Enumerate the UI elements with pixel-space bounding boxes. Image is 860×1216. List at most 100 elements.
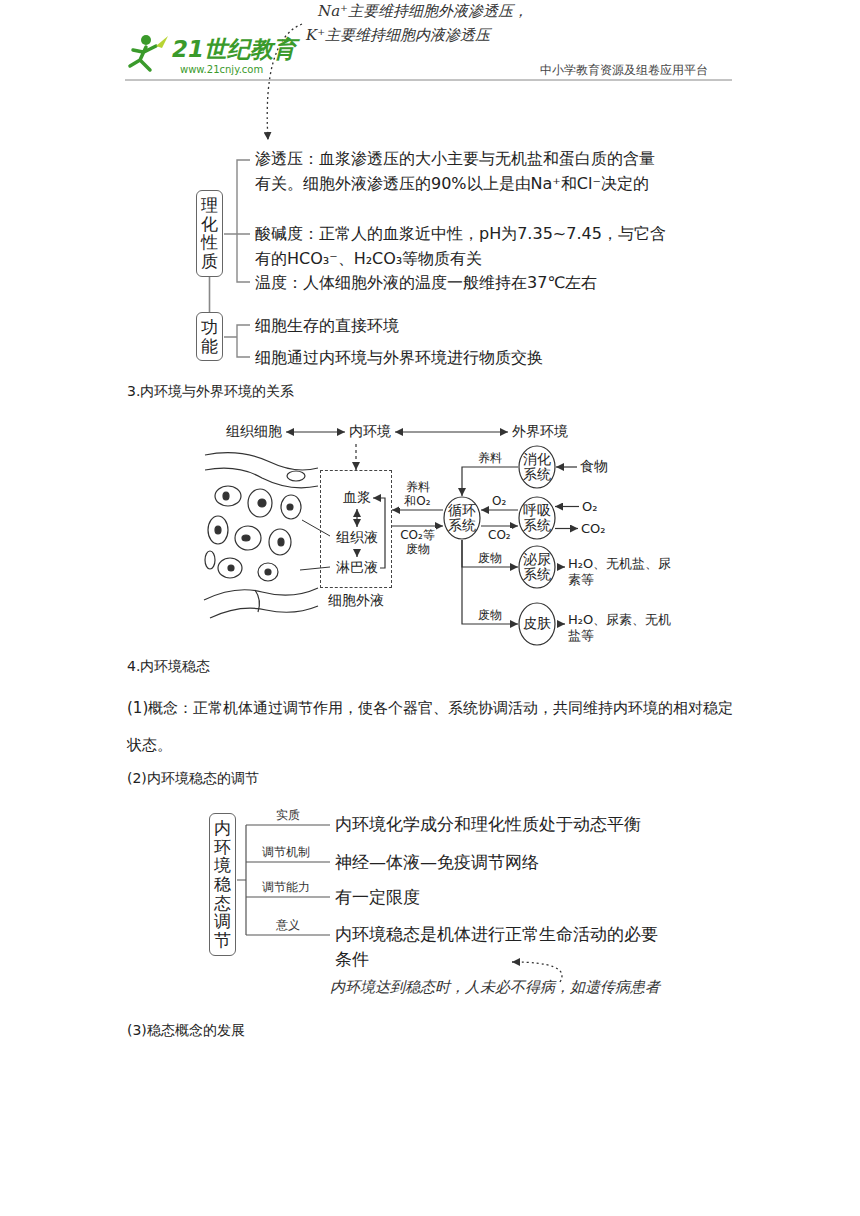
node-text: 淋巴液 — [336, 559, 378, 575]
circle-outline-shape — [519, 603, 555, 645]
node-text: 组织液 — [336, 529, 378, 545]
edge-label: 养料和O₂ — [399, 480, 436, 508]
vertical-box: 理化性质 — [196, 190, 223, 277]
system-circle: 呼吸系统 — [518, 496, 556, 540]
connector — [392, 509, 443, 510]
label-text: 内环境达到稳态时，人未必不得病，如遗传病患者 — [330, 978, 660, 997]
tissue-illustration — [215, 486, 241, 506]
node-text: 食物 — [580, 458, 608, 474]
label-text: 渗透压：血浆渗透压的大小主要与无机盐和蛋白质的含量有关。细胞外液渗透压的90%以… — [255, 146, 667, 196]
vertical-box: 内环境稳态调节 — [209, 813, 236, 956]
node-text: 理化性质 — [201, 196, 218, 271]
text-node: 淋巴液 — [336, 559, 378, 577]
connector — [481, 525, 518, 526]
edge-label: O₂ — [491, 494, 507, 508]
logo-figure — [130, 46, 156, 70]
connector — [557, 623, 565, 624]
logo-figure — [156, 36, 168, 48]
text-node: H₂O、尿素、无机盐等 — [568, 612, 673, 644]
label-text: 细胞生存的直接环境 — [255, 313, 667, 338]
vertical-box: 功能 — [196, 312, 223, 361]
tissue-illustration — [205, 551, 215, 569]
text-node: 组织液 — [336, 529, 378, 547]
tissue-illustration — [223, 492, 229, 500]
label-text: 21世纪教育 — [172, 34, 296, 65]
label-text: 意义 — [276, 917, 300, 934]
label-text: 中小学教育资源及组卷应用平台 — [540, 62, 708, 79]
bracket — [224, 325, 250, 357]
edge-label: CO₂等废物 — [399, 528, 436, 556]
circle-outline-shape — [444, 497, 480, 539]
label-text: (3)稳态概念的发展 — [127, 1022, 245, 1040]
connector — [462, 540, 518, 624]
system-circle: 消化系统 — [518, 445, 556, 489]
tissue-illustration — [208, 516, 228, 544]
node-text: 内环境 — [349, 423, 391, 439]
connector — [481, 509, 518, 510]
system-circle: 泌尿系统 — [518, 545, 556, 589]
connector — [356, 549, 357, 557]
label-text: 细胞通过内环境与外界环境进行物质交换 — [255, 345, 667, 370]
connector — [555, 506, 579, 507]
tissue-illustration — [204, 588, 318, 600]
label-text: K⁺主要维持细胞内液渗透压 — [306, 26, 490, 45]
label-text: 调节机制 — [262, 844, 310, 861]
edge-label: 养料 — [477, 451, 503, 465]
node-text: 呼吸系统 — [523, 503, 551, 534]
edge-label: 废物 — [477, 551, 503, 565]
bracket — [237, 825, 330, 935]
text-node: 血浆 — [343, 489, 371, 507]
node-text: CO₂ — [581, 521, 606, 536]
tissue-illustration — [210, 606, 318, 618]
node-text: 内环境稳态调节 — [214, 819, 231, 950]
circle-outline-shape — [519, 446, 555, 488]
label-text: Na⁺主要维持细胞外液渗透压， — [318, 2, 528, 21]
connector — [392, 525, 443, 526]
connector — [356, 509, 357, 527]
tissue-illustration — [204, 453, 318, 618]
tissue-illustration — [287, 504, 293, 510]
label-text: 调节能力 — [262, 879, 310, 896]
tissue-illustration — [205, 468, 318, 488]
leader-line — [300, 520, 330, 570]
tissue-illustration — [248, 489, 272, 517]
tissue-illustration — [235, 526, 261, 550]
logo-figure — [130, 35, 168, 70]
label-text: 温度：人体细胞外液的温度一般维持在37℃左右 — [255, 270, 667, 295]
node-text: 消化系统 — [523, 452, 551, 483]
tissue-illustration — [228, 565, 234, 571]
node-text: H₂O、无机盐、尿素等 — [568, 556, 671, 587]
bracket — [224, 160, 250, 282]
node-text: 循环系统 — [448, 503, 476, 534]
connector — [462, 467, 518, 496]
header-rule — [125, 80, 732, 81]
text-node: 外界环境 — [512, 423, 568, 441]
tissue-illustration — [258, 563, 278, 581]
logo-figure — [141, 35, 151, 45]
node-text: 泌尿系统 — [523, 552, 551, 583]
label-text: (1)概念：正常机体通过调节作用，使各个器官、系统协调活动，共同维持内环境的相对… — [127, 690, 747, 764]
tissue-illustration — [269, 529, 291, 555]
text-node: O₂ — [582, 499, 597, 514]
node-text: 皮肤 — [523, 616, 551, 631]
text-node: H₂O、无机盐、尿素等 — [568, 556, 673, 588]
connector — [557, 566, 565, 567]
node-text: 细胞外液 — [328, 592, 384, 610]
label-text: 内环境化学成分和理化性质处于动态平衡 — [335, 812, 695, 837]
text-node: 组织细胞 — [226, 423, 282, 441]
label-text: www.21cnjy.com — [180, 64, 263, 75]
tissue-illustration — [215, 526, 221, 534]
label-text: 实质 — [276, 807, 300, 824]
tissue-illustration — [218, 558, 242, 578]
tissue-illustration — [278, 538, 284, 546]
tissue-illustration — [242, 535, 250, 541]
label-text: 有一定限度 — [335, 885, 695, 910]
edge-label: 废物 — [477, 608, 503, 622]
tissue-illustration — [255, 590, 259, 612]
tissue-illustration — [281, 495, 301, 519]
circle-outline-shape — [519, 497, 555, 539]
connector — [555, 528, 578, 529]
system-circle: 循环系统 — [443, 496, 481, 540]
tissue-illustration — [287, 471, 305, 481]
